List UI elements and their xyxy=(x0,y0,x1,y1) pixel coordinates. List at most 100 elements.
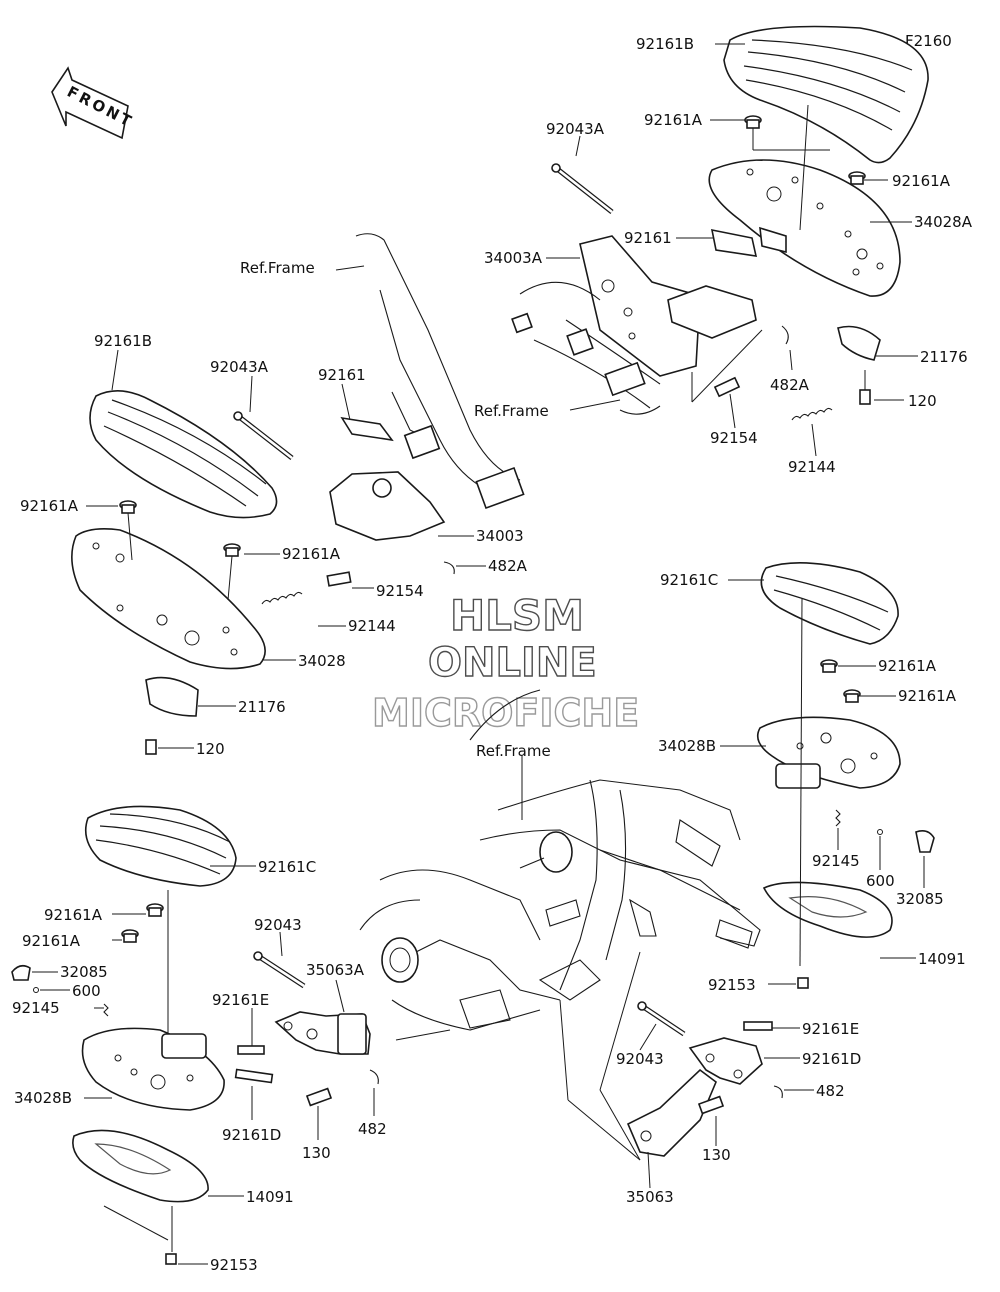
label-34028B-right: 34028B xyxy=(658,737,716,755)
label-92161C-right: 92161C xyxy=(660,571,718,589)
rubber-mount-right-1 xyxy=(820,659,838,673)
label-34003: 34003 xyxy=(476,527,524,545)
front-arrow-icon: FRONT xyxy=(51,66,137,140)
label-482A-top-right: 482A xyxy=(770,376,810,394)
pin-600-bottom-left xyxy=(33,987,39,993)
spring-92145-bottom-left xyxy=(103,1003,109,1017)
leader-lines-top-right xyxy=(546,43,918,457)
bottom-left-assembly: 92161C 92161A 92161A 32085 600 92145 340… xyxy=(11,805,316,1274)
label-92161E-bottom-center: 92161E xyxy=(212,991,269,1009)
label-92161-top-right: 92161 xyxy=(624,229,672,247)
label-92161E-bottom-right: 92161E xyxy=(802,1020,859,1038)
label-92154-top-right: 92154 xyxy=(710,429,758,447)
label-120-top-right: 120 xyxy=(908,392,937,410)
watermark-line3: MICROFICHE xyxy=(372,691,639,735)
spring-92145-right xyxy=(835,809,841,827)
bolt-130-bottom-center xyxy=(305,1087,333,1107)
footboard-pad-right-middle xyxy=(760,562,899,645)
label-ref-frame-middle: Ref.Frame xyxy=(240,259,315,277)
bolt-92154-middle-left xyxy=(326,571,352,587)
spring-middle-left xyxy=(261,591,303,605)
label-14091-bottom-left: 14091 xyxy=(246,1188,294,1206)
watermark: HLSM ONLINE MICROFICHE xyxy=(371,590,640,735)
label-92154-middle-left: 92154 xyxy=(376,582,424,600)
label-482-bottom-right: 482 xyxy=(816,1082,845,1100)
rubber-mount-middle-left xyxy=(119,500,137,514)
label-92144-top-right: 92144 xyxy=(788,458,836,476)
leader-lines-bottom-left xyxy=(32,865,256,1265)
cover-14091-bottom-left xyxy=(72,1129,209,1203)
label-92161A-middle-right: 92161A xyxy=(282,545,341,563)
middle-left-assembly: Ref.Frame 92161B 92043A 92161 92161A 921… xyxy=(20,233,528,758)
frame-tube-middle xyxy=(355,233,525,510)
label-92043-bottom-center: 92043 xyxy=(254,916,302,934)
rubber-mount-top xyxy=(744,115,762,129)
footboard-pad-middle-left xyxy=(89,390,278,519)
label-32085-bottom-left: 32085 xyxy=(60,963,108,981)
label-34028: 34028 xyxy=(298,652,346,670)
pin-600-right xyxy=(877,829,883,835)
frame-section-top-right xyxy=(511,281,661,415)
label-92144-middle-left: 92144 xyxy=(348,617,396,635)
cover-14091-right xyxy=(762,881,893,938)
right-middle-assembly: 92161C 92161A 92161A 34028B 92145 600 32… xyxy=(658,562,966,994)
spring-top-right xyxy=(791,407,833,421)
rubber-mount-right-2 xyxy=(843,689,861,703)
bolt-120-middle-left xyxy=(145,739,157,755)
plate-92161D-bottom-center xyxy=(234,1068,274,1084)
label-600-bottom-left: 600 xyxy=(72,982,101,1000)
label-35063A: 35063A xyxy=(306,961,365,979)
rubber-mount-middle-right xyxy=(223,543,241,557)
label-32085-right: 32085 xyxy=(896,890,944,908)
bolt-120-top-right xyxy=(859,370,871,405)
label-92153-right: 92153 xyxy=(708,976,756,994)
bracket-32085-bottom-left xyxy=(11,964,31,981)
label-130-bottom-center: 130 xyxy=(302,1144,331,1162)
label-92161C-bottom-left: 92161C xyxy=(258,858,316,876)
label-92043A-top-right: 92043A xyxy=(546,120,605,138)
pin-middle-left xyxy=(233,411,294,460)
bottom-center-assembly: 92043 35063A 92161E 92161D 130 482 xyxy=(212,916,387,1162)
label-34003A: 34003A xyxy=(484,249,543,267)
bolt-92154-top-right xyxy=(713,376,741,398)
leader-lines-bottom-right xyxy=(639,1023,814,1189)
bolt-130-bottom-right xyxy=(697,1095,725,1115)
clip-482-bottom-right xyxy=(773,1085,783,1099)
label-92161A-bottom-left-1: 92161A xyxy=(44,906,103,924)
leader-lines-bottom-center xyxy=(251,931,375,1140)
label-92161-middle-left: 92161 xyxy=(318,366,366,384)
label-14091-right: 14091 xyxy=(918,950,966,968)
bolt-92153-bottom-left xyxy=(165,1253,177,1265)
heat-shield-top-right xyxy=(837,325,881,361)
label-92161D-bottom-center: 92161D xyxy=(222,1126,281,1144)
label-600-right: 600 xyxy=(866,872,895,890)
label-92153-bottom-left: 92153 xyxy=(210,1256,258,1274)
pin-92043-bottom-center xyxy=(253,951,306,989)
label-92161A-middle-left: 92161A xyxy=(20,497,79,515)
floorboard-base-right-middle xyxy=(756,716,901,789)
plate-92161E-bottom-right xyxy=(743,1021,773,1031)
clip-482-bottom-center xyxy=(369,1069,379,1085)
label-92145-right: 92145 xyxy=(812,852,860,870)
heat-shield-middle-left xyxy=(145,676,199,717)
label-34028A: 34028A xyxy=(914,213,973,231)
bracket-35063 xyxy=(626,1037,763,1157)
rubber-mount-bottom-left-2 xyxy=(121,929,139,943)
bracket-middle-left xyxy=(329,416,446,541)
watermark-line2: ONLINE xyxy=(428,640,597,686)
label-92161B-middle-left: 92161B xyxy=(94,332,152,350)
label-482-bottom-center: 482 xyxy=(358,1120,387,1138)
floorboard-base-bottom-left xyxy=(81,1027,225,1111)
label-35063: 35063 xyxy=(626,1188,674,1206)
footboard-pad-top-right xyxy=(723,25,929,164)
pin-92043-bottom-right xyxy=(637,1001,686,1037)
bracket-top-right xyxy=(579,226,787,377)
center-frame: Ref.Frame xyxy=(359,689,761,1161)
leader-lines-middle-left xyxy=(86,265,486,749)
label-92161B-top-right: 92161B xyxy=(636,35,694,53)
label-92043-bottom-right: 92043 xyxy=(616,1050,664,1068)
label-92145-bottom-left: 92145 xyxy=(12,999,60,1017)
clip-482A-top-right xyxy=(781,325,789,345)
label-92161D-bottom-right: 92161D xyxy=(802,1050,861,1068)
top-right-assembly: 92161B 92161A 92043A 92161A 34028A 92161… xyxy=(474,25,973,476)
